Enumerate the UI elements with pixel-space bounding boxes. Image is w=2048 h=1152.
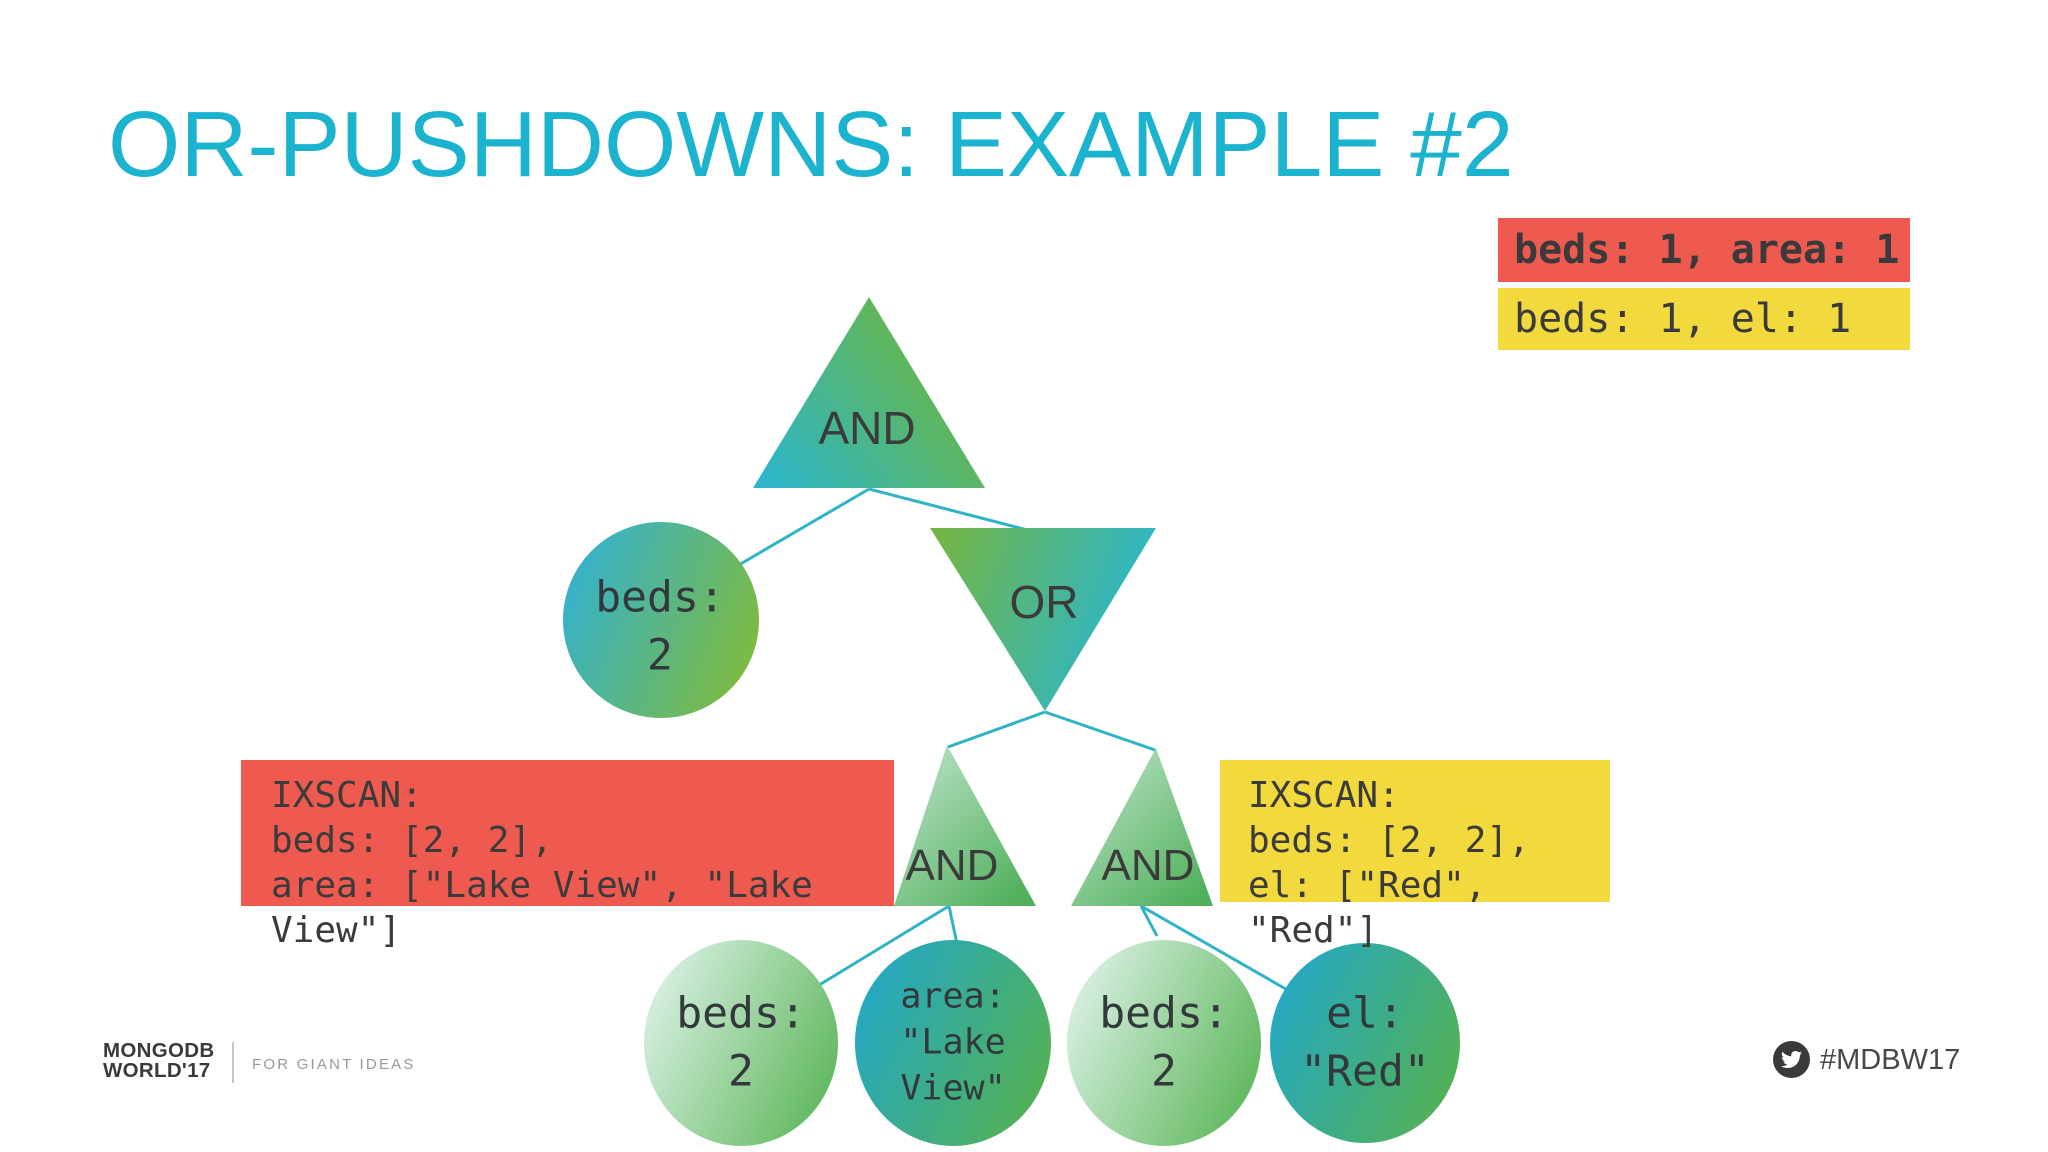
edge-or-to-right-and	[1044, 710, 1156, 752]
edge-root-to-beds-filter	[736, 487, 870, 568]
left-and-label: AND	[905, 841, 999, 890]
edge-left-and-to-area	[947, 905, 959, 945]
root-and-label: AND	[818, 402, 916, 454]
edge-or-to-left-and	[947, 710, 1046, 749]
left-beds-label: beds: 2	[676, 988, 806, 1097]
right-beds-circle	[1067, 940, 1261, 1146]
page-title: OR-PUSHDOWNS: EXAMPLE #2	[108, 92, 1514, 196]
edge-root-to-or	[868, 487, 1044, 536]
left-and-triangle	[894, 745, 1036, 906]
left-beds-circle	[644, 940, 838, 1146]
logo-divider	[232, 1042, 234, 1083]
index-bounds-red-chip: beds: 1, area: 1	[1498, 218, 1910, 282]
edge-right-and-to-beds	[1139, 905, 1159, 937]
right-beds-label: beds: 2	[1099, 988, 1229, 1097]
edge-left-and-to-beds	[805, 904, 950, 995]
twitter-bird-icon	[1773, 1041, 1810, 1078]
area-label: area: "Lake View"	[900, 976, 1006, 1110]
index-bounds-yellow-chip: beds: 1, el: 1	[1498, 288, 1910, 350]
or-triangle	[930, 528, 1156, 711]
right-ixscan-annotation: IXSCAN: beds: [2, 2], el: ["Red", "Red"]	[1220, 760, 1610, 951]
logo-tagline: FOR GIANT IDEAS	[252, 1056, 416, 1073]
right-and-triangle	[1071, 748, 1213, 906]
edge-right-and-to-el	[1140, 904, 1292, 994]
event-hashtag: #MDBW17	[1820, 1044, 1961, 1076]
right-and-label: AND	[1101, 841, 1195, 890]
area-circle	[855, 940, 1051, 1146]
el-circle	[1270, 943, 1460, 1143]
root-and-triangle	[753, 297, 985, 488]
beds-filter-label: beds: 2	[595, 572, 725, 681]
mongodb-world-logo: MONGODB WORLD'17	[103, 1039, 215, 1082]
twitter-bird-glyph	[1781, 1050, 1802, 1069]
beds-filter-circle	[563, 522, 759, 718]
left-ixscan-annotation: IXSCAN: beds: [2, 2], area: ["Lake View"…	[241, 760, 894, 951]
el-label: el: "Red"	[1300, 988, 1430, 1097]
or-label: OR	[1009, 576, 1079, 628]
